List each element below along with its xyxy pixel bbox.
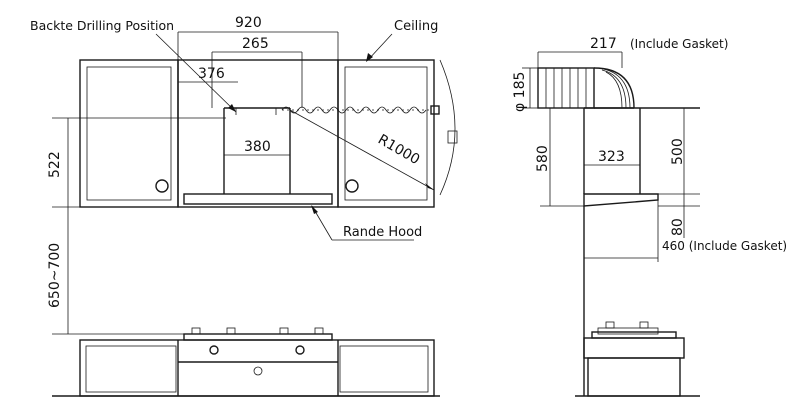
dim-phi-185: φ 185 bbox=[512, 67, 538, 112]
dim-460: 460 (Include Gasket) bbox=[584, 200, 787, 262]
dim-217-text: 217 bbox=[590, 36, 617, 52]
cabinet-knob-icon bbox=[155, 179, 169, 193]
dim-650-700: 650~700 bbox=[47, 207, 184, 335]
hob-knob-icon bbox=[209, 345, 219, 355]
dim-376: 376 bbox=[178, 66, 238, 83]
dim-80: 80 bbox=[658, 194, 700, 238]
dim-650-700-text: 650~700 bbox=[47, 243, 63, 308]
duct-elbow bbox=[537, 67, 635, 109]
cabinet-knob-icon bbox=[345, 179, 359, 193]
dim-217: 217 (Include Gasket) bbox=[537, 36, 728, 68]
front-hob bbox=[183, 327, 333, 355]
drilling-position-callout: Backte Drilling Position bbox=[30, 18, 237, 113]
ceiling-label: Ceiling bbox=[394, 19, 438, 34]
left-upper-cabinet bbox=[79, 59, 179, 208]
front-chimney bbox=[223, 107, 291, 194]
include-gasket-top-label: (Include Gasket) bbox=[630, 37, 728, 51]
dim-80-text: 80 bbox=[670, 218, 686, 236]
front-hood bbox=[183, 193, 333, 205]
lower-cabinets bbox=[79, 339, 435, 397]
side-chimney bbox=[583, 108, 641, 194]
dim-380: 380 bbox=[224, 139, 290, 156]
hood-label: Rande Hood bbox=[343, 225, 422, 240]
arc-marker-icon bbox=[447, 130, 458, 144]
arrow-icon bbox=[425, 183, 434, 190]
dim-580: 580 bbox=[535, 107, 584, 207]
dim-phi-185-text: φ 185 bbox=[512, 72, 528, 112]
hood-callout: Rande Hood bbox=[311, 205, 422, 241]
dim-920: 920 bbox=[177, 15, 339, 60]
dim-376-text: 376 bbox=[198, 66, 225, 82]
ceiling-callout: Ceiling bbox=[366, 19, 438, 62]
hose-spiral bbox=[281, 105, 440, 115]
dim-580-text: 580 bbox=[535, 145, 551, 172]
dim-500-text: 500 bbox=[670, 138, 686, 165]
side-lower-cabinet bbox=[583, 321, 685, 397]
dim-500: 500 bbox=[640, 108, 700, 195]
dim-920-text: 920 bbox=[235, 15, 262, 31]
radius-line bbox=[289, 109, 435, 191]
dim-265: 265 bbox=[211, 36, 303, 108]
side-hood bbox=[583, 193, 659, 207]
dim-522-text: 522 bbox=[47, 151, 63, 178]
drilling-position-label: Backte Drilling Position bbox=[30, 18, 174, 33]
dim-265-text: 265 bbox=[242, 36, 269, 52]
dim-323: 323 bbox=[584, 149, 640, 166]
include-gasket-bottom-label: 460 (Include Gasket) bbox=[662, 239, 787, 253]
hob-knob-icon bbox=[295, 345, 305, 355]
dim-r1000-text: R1000 bbox=[375, 132, 422, 169]
dim-380-text: 380 bbox=[244, 139, 271, 155]
dim-522: 522 bbox=[47, 117, 226, 208]
dim-323-text: 323 bbox=[598, 149, 625, 165]
vent-outlet-icon bbox=[430, 105, 440, 115]
oven-knob-icon bbox=[253, 366, 263, 376]
radius-arc bbox=[439, 59, 456, 196]
right-upper-cabinet bbox=[337, 59, 435, 208]
